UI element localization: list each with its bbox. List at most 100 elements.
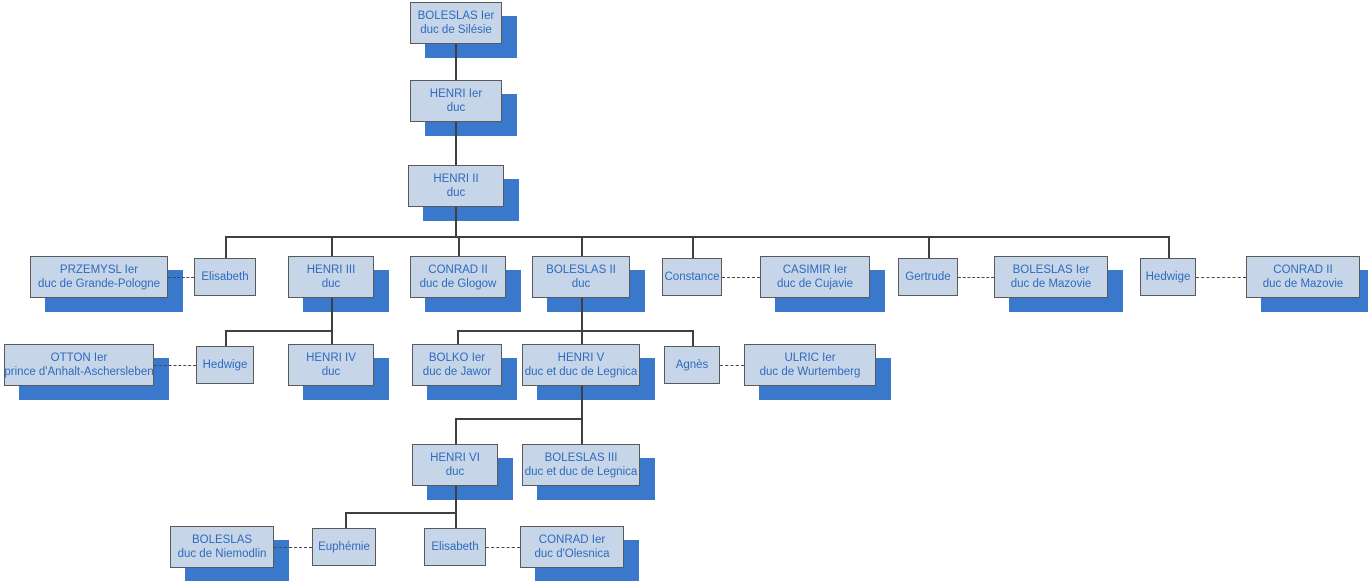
person-title: duc: [446, 102, 466, 114]
person-node-hedwige2[interactable]: Hedwige: [196, 346, 254, 384]
person-name: CONRAD Ier: [538, 534, 606, 546]
person-name: OTTON Ier: [50, 352, 108, 364]
connector-drop-agnes: [692, 330, 694, 346]
person-node-constance[interactable]: Constance: [662, 258, 722, 296]
person-name: BOLESLAS II: [546, 264, 616, 276]
person-node-casimir1[interactable]: CASIMIR Ier duc de Cujavie: [760, 256, 870, 298]
connector-henri6-bar: [345, 512, 457, 514]
person-name: BOLKO Ier: [428, 352, 486, 364]
person-title: duc et duc de Legnica: [524, 366, 638, 378]
connector-drop-bolko1: [457, 330, 459, 344]
person-name: CONRAD II: [428, 264, 488, 276]
person-name: Euphémie: [318, 541, 370, 553]
person-node-euphemie[interactable]: Euphémie: [312, 528, 376, 566]
person-name: PRZEMYSL Ier: [59, 264, 139, 276]
person-name: CASIMIR Ier: [782, 264, 848, 276]
person-title: duc: [321, 366, 341, 378]
person-title: prince d'Anhalt-Aschersleben: [4, 366, 154, 378]
connector-henri5-down: [581, 386, 583, 418]
person-title: duc de Glogow: [419, 278, 497, 290]
person-title: duc: [321, 278, 341, 290]
connector-drop-euphemie: [345, 512, 347, 528]
person-node-otton1[interactable]: OTTON Ier prince d'Anhalt-Aschersleben: [4, 344, 154, 386]
person-name: HENRI IV: [306, 352, 356, 364]
person-title: duc: [446, 187, 466, 199]
connector-drop-conrad2g: [458, 236, 460, 256]
person-name: Gertrude: [905, 271, 951, 283]
person-title: duc de Wurtemberg: [759, 366, 861, 378]
person-node-henri2[interactable]: HENRI II duc: [408, 165, 504, 207]
person-node-elisabeth2[interactable]: Elisabeth: [424, 528, 486, 566]
person-title: duc de Jawor: [422, 366, 492, 378]
person-node-przemysl1[interactable]: PRZEMYSL Ier duc de Grande-Pologne: [30, 256, 168, 298]
person-title: duc de Cujavie: [776, 278, 854, 290]
person-node-henri1[interactable]: HENRI Ier duc: [410, 80, 502, 122]
connector-drop-gertrude: [928, 236, 930, 258]
marriage-link-agnes-ulric: [720, 365, 744, 366]
marriage-link-hedwige-conrad: [1196, 277, 1246, 278]
person-node-boleslas1maz[interactable]: BOLESLAS Ier duc de Mazovie: [994, 256, 1108, 298]
connector-drop-elisabeth1: [225, 236, 227, 258]
connector-drop-elisabeth2: [455, 512, 457, 528]
person-title: duc de Niemodlin: [177, 548, 267, 560]
connector-boleslas1-henri1-v: [455, 44, 457, 80]
person-node-elisabeth1[interactable]: Elisabeth: [194, 258, 256, 296]
connector-drop-hedwige2: [225, 330, 227, 346]
connector-drop-boleslas3: [581, 418, 583, 444]
person-name: Constance: [664, 271, 720, 283]
person-node-conrad2g[interactable]: CONRAD II duc de Glogow: [410, 256, 506, 298]
connector-boleslas2-bar: [457, 330, 693, 332]
marriage-link-elisabeth-conrad: [486, 547, 520, 548]
person-title: duc de Silésie: [420, 24, 492, 36]
connector-boleslas2-down: [581, 298, 583, 330]
person-node-hedwige1[interactable]: Hedwige: [1140, 258, 1196, 296]
person-name: Hedwige: [1145, 271, 1191, 283]
person-name: HENRI V: [557, 352, 605, 364]
connector-henri6-down: [455, 486, 457, 512]
person-name: HENRI II: [433, 173, 479, 185]
person-name: Agnès: [675, 359, 709, 371]
connector-drop-hedwige1: [1168, 236, 1170, 258]
person-name: HENRI VI: [430, 452, 480, 464]
connector-henri1-henri2-v: [455, 122, 457, 165]
person-name: BOLESLAS III: [544, 452, 618, 464]
person-node-henri4[interactable]: HENRI IV duc: [288, 344, 374, 386]
person-name: HENRI Ier: [429, 88, 483, 100]
connector-drop-henri5: [581, 330, 583, 344]
marriage-link-constance-casimir: [722, 277, 760, 278]
marriage-link-gertrude-boleslas: [958, 277, 994, 278]
person-title: duc et duc de Legnica: [524, 466, 638, 478]
person-node-gertrude[interactable]: Gertrude: [898, 258, 958, 296]
connector-drop-henri3: [331, 236, 333, 256]
person-node-henri6[interactable]: HENRI VI duc: [412, 444, 498, 486]
person-title: duc de Mazovie: [1262, 278, 1344, 290]
person-title: duc de Mazovie: [1010, 278, 1092, 290]
person-name: CONRAD II: [1273, 264, 1333, 276]
connector-drop-boleslas2: [581, 236, 583, 256]
connector-henri3-bar: [225, 330, 333, 332]
connector-gen2-bar: [225, 236, 1168, 238]
marriage-link-przemysl-elisabeth: [168, 277, 194, 278]
person-name: Elisabeth: [431, 541, 479, 553]
person-node-henri5[interactable]: HENRI V duc et duc de Legnica: [522, 344, 640, 386]
person-node-henri3[interactable]: HENRI III duc: [288, 256, 374, 298]
connector-drop-constance: [692, 236, 694, 258]
connector-drop-henri4: [331, 330, 333, 344]
person-title: duc de Grande-Pologne: [37, 278, 161, 290]
person-title: duc: [445, 466, 465, 478]
person-node-agnes[interactable]: Agnès: [664, 346, 720, 384]
person-name: BOLESLAS Ier: [1012, 264, 1090, 276]
marriage-link-otton-hedwige: [154, 365, 196, 366]
person-node-bolko1[interactable]: BOLKO Ier duc de Jawor: [412, 344, 502, 386]
marriage-link-boleslas-euphemie: [274, 547, 312, 548]
person-name: HENRI III: [306, 264, 356, 276]
connector-henri3-down: [331, 298, 333, 330]
person-node-boleslas3[interactable]: BOLESLAS III duc et duc de Legnica: [522, 444, 640, 486]
person-node-conrad2maz[interactable]: CONRAD II duc de Mazovie: [1246, 256, 1360, 298]
